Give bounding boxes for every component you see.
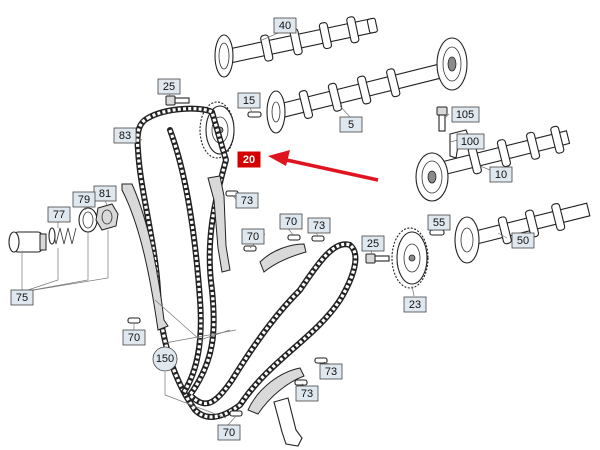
sprocket-23 [391, 227, 429, 289]
callout-55: 55 [427, 214, 451, 231]
callout-83: 83 [113, 127, 137, 144]
callout-23: 23 [403, 296, 427, 313]
callout-79: 79 [72, 191, 96, 208]
camshaft-5 [266, 37, 468, 134]
svg-text:70: 70 [285, 216, 297, 228]
svg-text:25: 25 [163, 81, 175, 93]
callout-25-lower: 25 [361, 235, 385, 252]
svg-text:5: 5 [348, 119, 354, 131]
callout-81: 81 [93, 185, 117, 202]
bolt-25-upper [165, 95, 190, 106]
svg-text:10: 10 [495, 169, 507, 181]
tensioner-arm-lower [273, 397, 303, 447]
pin-15 [247, 111, 262, 118]
svg-text:55: 55 [433, 217, 445, 229]
callout-40: 40 [273, 17, 297, 34]
tensioner-rail-left [121, 183, 169, 331]
pin-70-c [229, 410, 243, 417]
guide-rail-lower [247, 367, 305, 415]
callout-73-d: 73 [295, 385, 319, 402]
leader-lines [21, 29, 508, 426]
svg-text:73: 73 [301, 388, 313, 400]
svg-text:81: 81 [99, 188, 111, 200]
svg-text:50: 50 [517, 235, 529, 247]
pin-70-b [127, 317, 141, 324]
pin-55 [429, 229, 445, 236]
callout-150: 150 [152, 346, 178, 372]
seal-ring-79 [78, 207, 98, 233]
pin-73-e [294, 379, 308, 386]
callout-70-b: 70 [241, 228, 265, 245]
callout-100: 100 [456, 133, 485, 150]
svg-text:20: 20 [243, 154, 255, 166]
svg-text:75: 75 [16, 292, 28, 304]
callout-70-c: 70 [122, 329, 146, 346]
svg-text:25: 25 [367, 238, 379, 250]
svg-text:73: 73 [241, 195, 253, 207]
callout-10: 10 [489, 166, 513, 183]
svg-text:23: 23 [409, 299, 421, 311]
svg-text:70: 70 [223, 427, 235, 439]
svg-text:105: 105 [456, 109, 474, 121]
callout-70-a: 70 [279, 213, 303, 230]
callout-70-d: 70 [217, 424, 241, 441]
svg-text:70: 70 [247, 231, 259, 243]
callout-5: 5 [339, 116, 363, 133]
callout-105: 105 [451, 106, 480, 123]
screw-plug-81 [95, 203, 119, 231]
callout-73-b: 73 [307, 217, 331, 234]
camshaft-50 [454, 202, 591, 264]
camshaft-40 [214, 16, 378, 78]
svg-text:150: 150 [156, 353, 174, 365]
guide-rail-center [207, 175, 231, 273]
callout-77: 77 [47, 206, 71, 223]
svg-text:79: 79 [78, 194, 90, 206]
pin-70-a [243, 245, 257, 252]
callout-50: 50 [511, 232, 535, 249]
camshaft-10 [415, 125, 571, 202]
svg-text:100: 100 [461, 136, 479, 148]
chain-tensioner-75 [8, 231, 47, 253]
svg-text:40: 40 [279, 20, 291, 32]
callout-73-a: 73 [235, 192, 259, 209]
svg-text:73: 73 [313, 220, 325, 232]
pin-73-b [287, 234, 301, 241]
pointer-arrow [268, 150, 379, 182]
guide-rail-upper-right [259, 243, 307, 273]
svg-text:15: 15 [243, 95, 255, 107]
svg-text:70: 70 [128, 332, 140, 344]
bolt-25-lower [365, 253, 390, 264]
callout-25-upper: 25 [157, 78, 181, 95]
svg-text:83: 83 [119, 130, 131, 142]
callout-15: 15 [237, 92, 261, 109]
svg-text:77: 77 [53, 209, 65, 221]
callout-73-c: 73 [319, 363, 343, 380]
svg-text:73: 73 [325, 366, 337, 378]
callout-75: 75 [10, 289, 34, 306]
spring-77 [48, 227, 77, 245]
pin-73-c [311, 235, 325, 242]
bolt-105 [436, 106, 448, 132]
pin-73-d [314, 357, 328, 364]
callout-20-highlighted: 20 [237, 151, 261, 168]
